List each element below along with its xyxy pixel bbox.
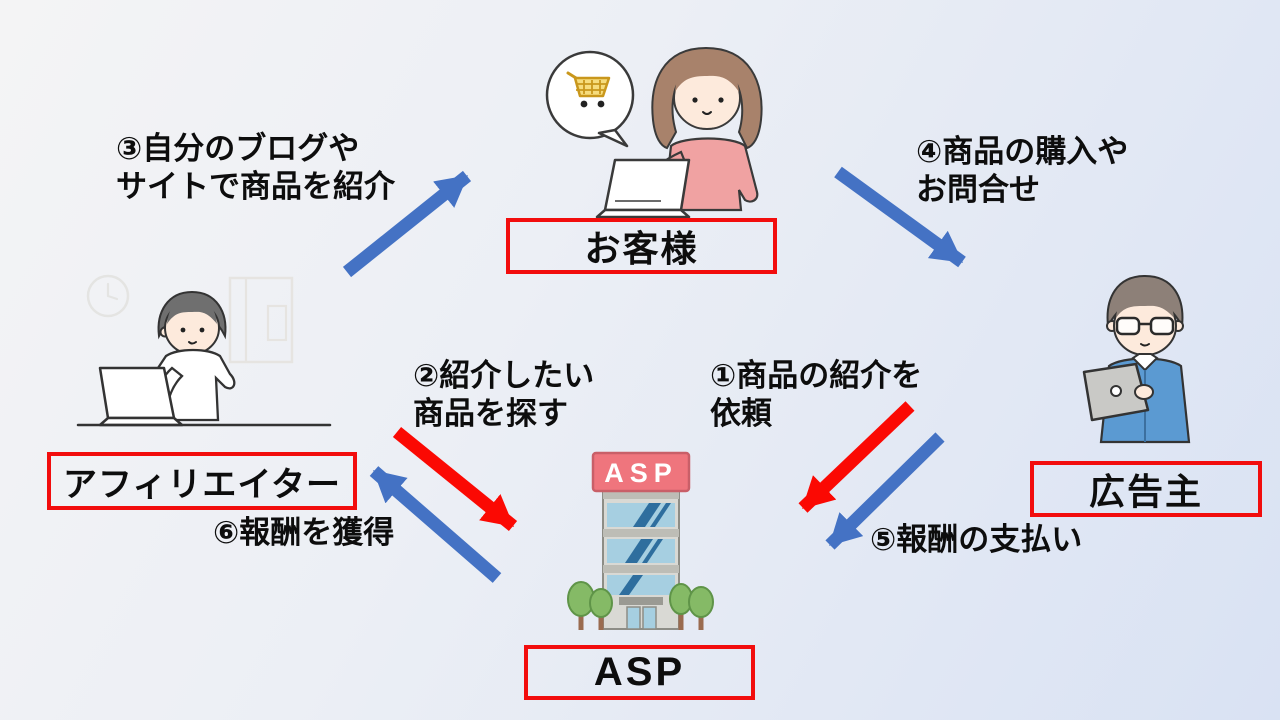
arrow-step3	[342, 170, 472, 278]
arrow-step6	[369, 466, 502, 583]
shopping-cart-icon	[566, 71, 611, 108]
step6-label: ⑥報酬を獲得	[213, 515, 395, 550]
affiliater-illustration	[76, 274, 332, 427]
customer-illustration	[545, 46, 763, 219]
step5-label: ⑤報酬の支払い	[870, 522, 1083, 557]
advertiser-illustration	[1082, 274, 1191, 444]
glasses-icon	[1115, 316, 1175, 336]
node-asp: ASP	[524, 645, 755, 700]
trees	[567, 581, 714, 630]
cart-speech-bubble	[545, 50, 635, 148]
advertiser-laptop	[1082, 362, 1154, 422]
arrow-step1	[798, 401, 915, 513]
step3-label: ③自分のブログや サイトで商品を紹介	[116, 131, 395, 204]
step4-label: ④商品の購入や お問合せ	[916, 134, 1129, 207]
step1-label: ①商品の紹介を 依頼	[710, 358, 923, 431]
wall-clock-icon	[86, 274, 130, 318]
customer-person	[637, 46, 763, 212]
asp-building: ASP	[591, 451, 691, 630]
step2-label: ②紹介したい 商品を探す	[413, 358, 595, 431]
node-advertiser: 広告主	[1030, 461, 1262, 517]
asp-sign: ASP	[591, 451, 691, 493]
node-asp-label: ASP	[593, 650, 686, 694]
customer-laptop	[595, 158, 691, 219]
asp-building-illustration: ASP	[567, 451, 714, 630]
window-icon	[228, 276, 294, 364]
node-affiliater: アフィリエイター	[47, 452, 357, 510]
node-affiliater-label: アフィリエイター	[63, 465, 341, 504]
node-customer: お客様	[506, 218, 777, 274]
arrow-step2	[392, 426, 518, 532]
arrow-step5	[825, 432, 945, 550]
affiliater-person	[152, 290, 236, 422]
node-advertiser-label: 広告主	[1088, 471, 1203, 512]
asp-sign-text: ASP	[604, 458, 678, 488]
node-customer-label: お客様	[584, 228, 699, 269]
arrow-step4	[834, 166, 966, 268]
